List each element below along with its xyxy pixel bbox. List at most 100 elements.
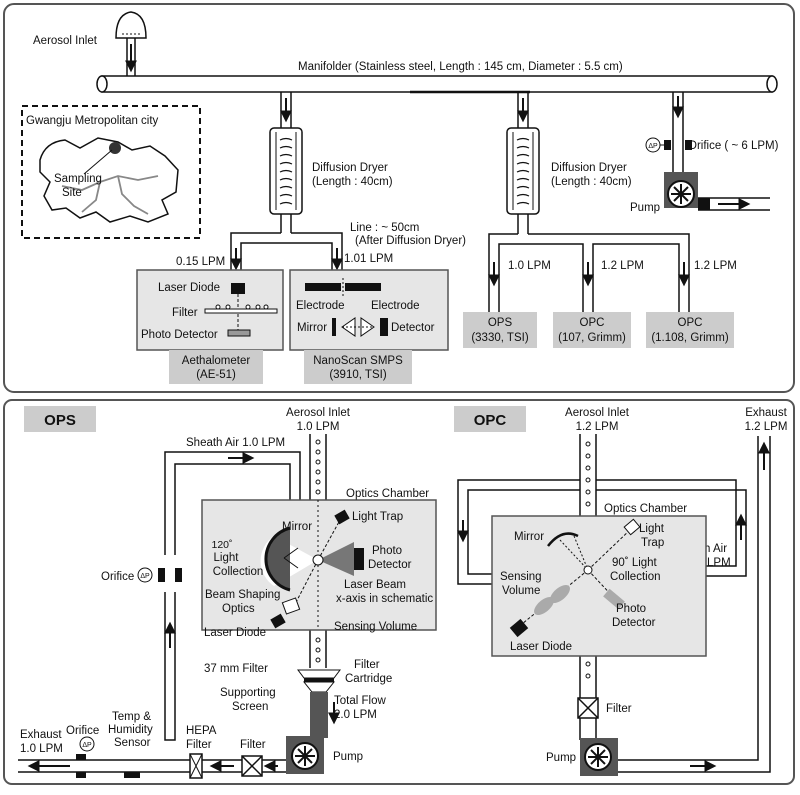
flow-10-label: 1.0 LPM bbox=[508, 260, 551, 272]
ops-beam-shaping-optics bbox=[281, 597, 301, 615]
right-dryer-label-1: Diffusion Dryer bbox=[551, 162, 627, 174]
ops-filter-cartridge bbox=[297, 669, 341, 738]
ops-temp-sensor bbox=[124, 772, 140, 778]
left-split-lines bbox=[230, 214, 343, 271]
flow-12b-label: 1.2 LPM bbox=[694, 260, 737, 272]
ops-exhaust-2: 1.0 LPM bbox=[20, 743, 63, 755]
svg-text:ΔP: ΔP bbox=[82, 742, 92, 749]
ops-hepa-2: Filter bbox=[186, 739, 212, 751]
opc-filter-label: Filter bbox=[606, 703, 632, 715]
aeth-filter-label: Filter bbox=[172, 307, 198, 319]
ops-pump-label: Pump bbox=[333, 751, 363, 763]
nanoscan-name: NanoScan SMPS bbox=[313, 355, 403, 367]
ops-temp-1: Temp & bbox=[112, 711, 151, 723]
top-orifice-line bbox=[664, 92, 692, 180]
ops-box bbox=[463, 312, 537, 348]
ops-inlet-label-2: 1.0 LPM bbox=[297, 421, 340, 433]
svg-text:ΔP: ΔP bbox=[648, 143, 658, 150]
opc-inlet-label-1: Aerosol Inlet bbox=[565, 407, 630, 419]
aeth-photo-detector-label: Photo Detector bbox=[141, 329, 218, 341]
ops-laser-diode bbox=[270, 613, 286, 629]
right-split-lines bbox=[488, 214, 690, 312]
opc-mirror-label: Mirror bbox=[514, 531, 544, 543]
opc-coll-1: 90˚ Light bbox=[612, 557, 658, 569]
ops-orifice2-label: Orifice bbox=[66, 725, 99, 737]
opc-optics-chamber bbox=[491, 515, 707, 657]
aeth-laser-diode-label: Laser Diode bbox=[158, 282, 220, 294]
ops-total-1: Total Flow bbox=[334, 695, 386, 707]
ops-laser-diode-label: Laser Diode bbox=[204, 627, 266, 639]
ops-cartridge-2: Cartridge bbox=[345, 673, 392, 685]
opc-filter-box bbox=[577, 697, 599, 719]
smps-optics bbox=[332, 317, 388, 337]
ops-photo-2: Detector bbox=[368, 559, 412, 571]
ops-total-2: 2.0 LPM bbox=[334, 709, 377, 721]
smps-electrode-right: Electrode bbox=[371, 300, 420, 312]
city-title: Gwangju Metropolitan city bbox=[26, 115, 159, 127]
flow-015-label: 0.15 LPM bbox=[176, 256, 225, 268]
smps-mirror-label: Mirror bbox=[297, 322, 327, 334]
ops-mirror-label: Mirror bbox=[282, 521, 312, 533]
ops-temp-2: Humidity bbox=[108, 724, 153, 736]
ops-support-2: Screen bbox=[232, 701, 268, 713]
ops-hepa-filter bbox=[189, 753, 203, 779]
opc-sheath-loop bbox=[457, 479, 747, 585]
ops-header-box bbox=[24, 406, 96, 432]
opc-pump bbox=[580, 738, 618, 776]
ops-temp-3: Sensor bbox=[114, 737, 151, 749]
ops-optics-chamber bbox=[201, 499, 437, 631]
ops-beam-1: Laser Beam bbox=[344, 579, 406, 591]
aeth-filter bbox=[204, 304, 278, 314]
opc-header-box bbox=[454, 406, 526, 432]
aeth-laser-diode bbox=[231, 283, 245, 294]
ops-collection-2: Light bbox=[214, 552, 240, 564]
opc-photo-2: Detector bbox=[612, 617, 656, 629]
opc-sensing-1: Sensing bbox=[500, 571, 542, 583]
line-length-label-2: (After Diffusion Dryer) bbox=[355, 235, 466, 247]
ops-inlet-label-1: Aerosol Inlet bbox=[286, 407, 351, 419]
sampling-site-label-1: Sampling bbox=[54, 173, 102, 185]
gwangju-map bbox=[21, 105, 201, 239]
ops-filter-label: Filter bbox=[240, 739, 266, 751]
ops-orifice: ΔP bbox=[137, 567, 182, 583]
opc-sensing-2: Volume bbox=[502, 585, 540, 597]
ops-hepa-1: HEPA bbox=[186, 725, 217, 737]
opc2-box bbox=[646, 312, 734, 348]
ops-orifice-label: Orifice bbox=[101, 571, 134, 583]
opc-optics-label: Optics Chamber bbox=[604, 503, 687, 515]
flow-101-label: 1.01 LPM bbox=[344, 253, 393, 265]
opc-inlet-label-2: 1.2 LPM bbox=[576, 421, 619, 433]
nanoscan-label-box bbox=[304, 350, 412, 384]
flow-12a-label: 1.2 LPM bbox=[601, 260, 644, 272]
ops-sheath-label: Sheath Air 1.0 LPM bbox=[186, 437, 285, 449]
smps-detector-label: Detector bbox=[391, 322, 435, 334]
opc2-model: (1.108, Grimm) bbox=[651, 332, 728, 344]
opc-photo-1: Photo bbox=[616, 603, 646, 615]
top-orifice-label: Orifice ( ~ 6 LPM) bbox=[688, 140, 779, 152]
left-dryer-line bbox=[280, 92, 292, 128]
aerosol-inlet-dome bbox=[115, 11, 147, 76]
opc-light-2: Trap bbox=[641, 537, 664, 549]
opc1-box bbox=[553, 312, 631, 348]
left-dryer-label-2: (Length : 40cm) bbox=[312, 176, 393, 188]
ops-filter37-label: 37 mm Filter bbox=[204, 663, 268, 675]
opc-optics-elements bbox=[509, 518, 641, 638]
right-diffusion-dryer bbox=[506, 127, 540, 215]
ops-support-1: Supporting bbox=[220, 687, 276, 699]
aeth-photo-detector bbox=[227, 329, 251, 337]
opc-exhaust-line bbox=[618, 436, 771, 773]
nanoscan-model: (3910, TSI) bbox=[329, 369, 386, 381]
manifold-tube bbox=[96, 75, 778, 94]
opc-coll-2: Collection bbox=[610, 571, 661, 583]
left-diffusion-dryer bbox=[269, 127, 303, 215]
right-dryer-label-2: (Length : 40cm) bbox=[551, 176, 632, 188]
ops-sheath-air-loop bbox=[164, 451, 301, 741]
ops-mirror bbox=[260, 526, 318, 592]
ops-exhaust-1: Exhaust bbox=[20, 729, 62, 741]
ops-collection-1: 120˚ bbox=[211, 539, 232, 551]
opc-exhaust-1: Exhaust bbox=[745, 407, 787, 419]
ops-model: (3330, TSI) bbox=[471, 332, 528, 344]
top-pump-label: Pump bbox=[630, 202, 660, 214]
ops-name: OPS bbox=[488, 317, 513, 329]
